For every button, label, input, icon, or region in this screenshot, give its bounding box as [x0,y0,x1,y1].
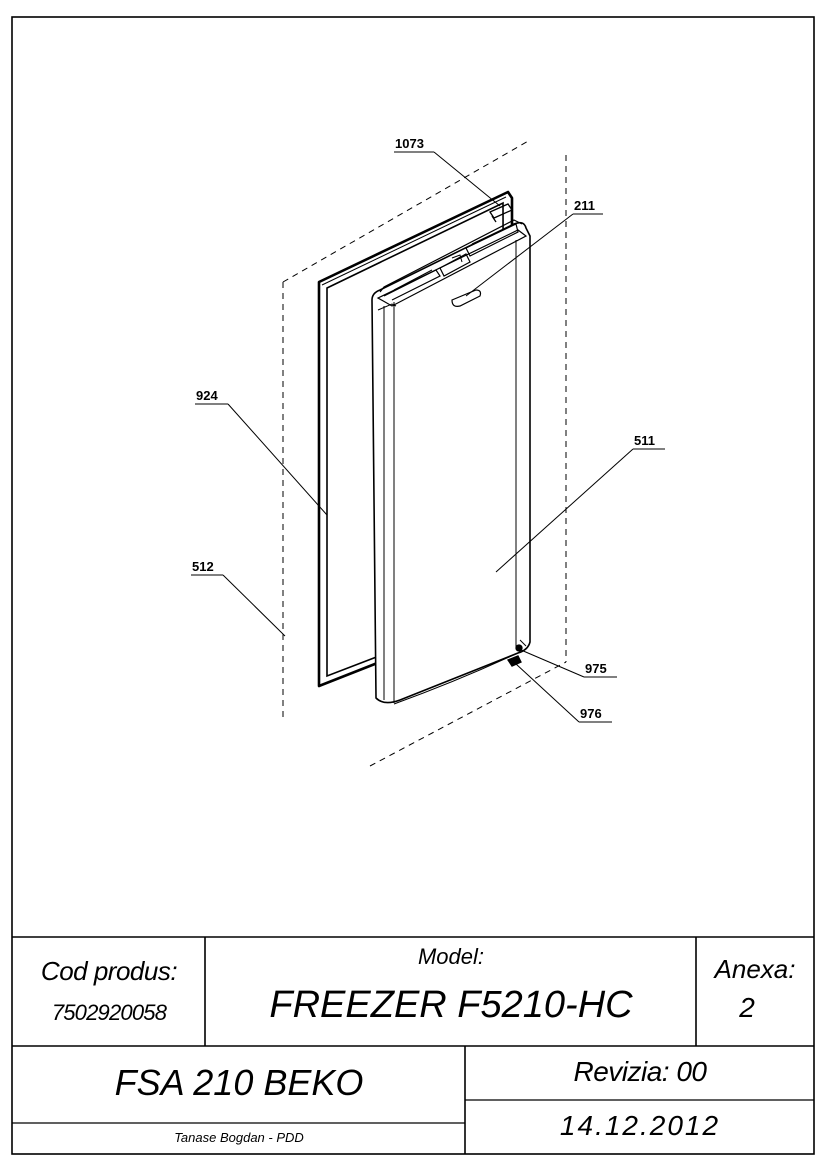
callout-211: 211 [574,198,595,213]
callout-511: 511 [634,433,655,448]
callout-512: 512 [192,559,214,574]
bottom-hinge-parts [507,644,523,667]
cod-produs-label: Cod produs: [40,956,178,986]
anexa-label: Anexa: [714,954,796,984]
author: Tanase Bogdan - PDD [174,1130,304,1145]
model-label: Model: [417,944,485,969]
product-name: FSA 210 BEKO [114,1062,364,1103]
sheet-border [11,16,815,1155]
callout-labels: 1073 211 924 511 512 975 976 [192,136,655,721]
callout-976: 976 [580,706,602,721]
exploded-view [191,139,665,767]
leader-lines [191,151,665,723]
date: 14.12.2012 [559,1110,721,1141]
assembly-guide-lines [282,139,567,767]
top-hinge-pin [489,203,513,223]
cod-produs-value: 7502920058 [51,1000,167,1025]
model-value: FREEZER F5210-HC [269,984,633,1026]
anexa-value: 2 [739,992,755,1023]
callout-975: 975 [585,661,607,676]
title-block-grid [12,936,814,1154]
callout-1073: 1073 [395,136,424,151]
revision: Revizia: 00 [573,1056,707,1087]
callout-924: 924 [196,388,218,403]
door-panel [371,219,531,705]
